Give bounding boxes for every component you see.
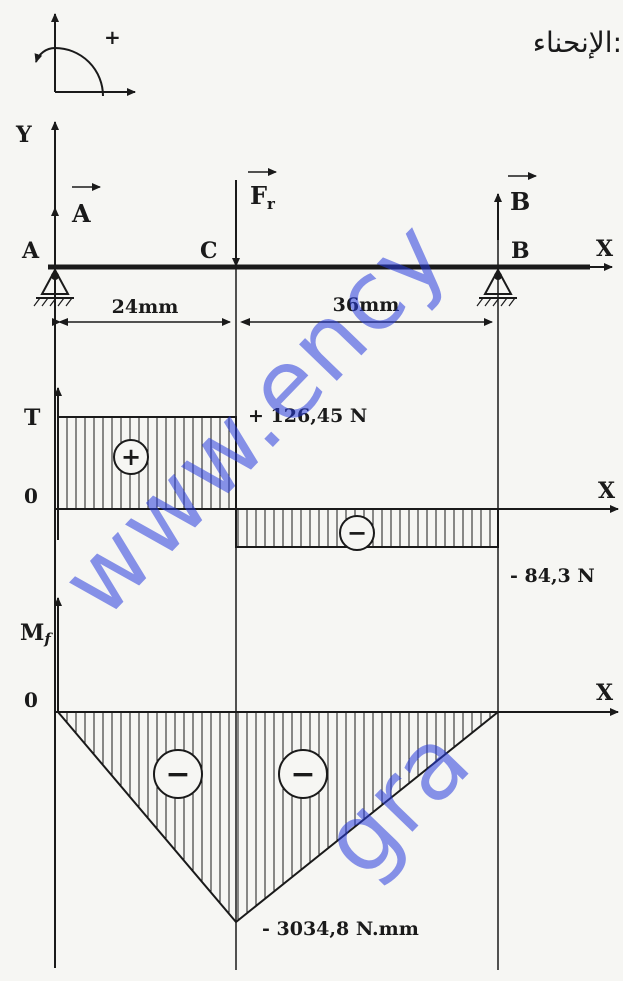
point-b-label: B bbox=[511, 238, 530, 264]
shear-negative-sign: − bbox=[347, 518, 367, 547]
dim-right-arrow-start bbox=[240, 318, 250, 326]
support-b-pin bbox=[476, 267, 517, 307]
shear-negative-value: - 84,3 N bbox=[510, 565, 595, 587]
shear-positive-sign: + bbox=[121, 442, 141, 471]
moment-x-label: X bbox=[596, 680, 614, 706]
moment-negative-sign-2: − bbox=[290, 757, 315, 792]
point-c-label: C bbox=[200, 238, 218, 264]
force-fr-label: Fr bbox=[250, 181, 276, 213]
beam-x-label: X bbox=[596, 236, 614, 262]
support-a-pin bbox=[33, 267, 74, 307]
dim-right-label: 36mm bbox=[333, 294, 400, 316]
moment-zero-label: 0 bbox=[24, 688, 38, 712]
moment-negative-sign-1: − bbox=[165, 757, 190, 792]
reaction-b-label: B bbox=[510, 187, 530, 216]
shear-diagram: T 0 X + − + 126,45 N - 84,3 N bbox=[24, 387, 619, 587]
shear-zero-label: 0 bbox=[24, 484, 38, 508]
moment-axis-label: Mf bbox=[20, 620, 53, 648]
shear-positive-value: + 126,45 N bbox=[248, 405, 367, 427]
plus-sign-label: + bbox=[104, 25, 121, 49]
shear-negative-sign-circle bbox=[339, 515, 375, 551]
moment-negative-region bbox=[55, 711, 501, 924]
moment-diagram: Mf 0 X − − - 3034,8 N.mm bbox=[20, 597, 619, 940]
y-axis-label: Y bbox=[15, 122, 32, 148]
moment-negative-sign-circle-1 bbox=[153, 749, 203, 799]
shear-x-label: X bbox=[598, 478, 616, 504]
moment-min-value: - 3034,8 N.mm bbox=[262, 918, 419, 940]
shear-positive-sign-circle bbox=[113, 439, 149, 475]
dim-left-label: 24mm bbox=[112, 296, 179, 318]
point-a-label: A bbox=[21, 238, 40, 264]
shear-axis-label: T bbox=[24, 405, 41, 431]
section-title: الإنحناء: bbox=[533, 26, 622, 59]
reaction-a-label: A bbox=[71, 199, 91, 228]
dim-left-arrow-start bbox=[58, 318, 68, 326]
sign-convention-icon bbox=[34, 13, 136, 97]
moment-negative-sign-circle-2 bbox=[278, 749, 328, 799]
